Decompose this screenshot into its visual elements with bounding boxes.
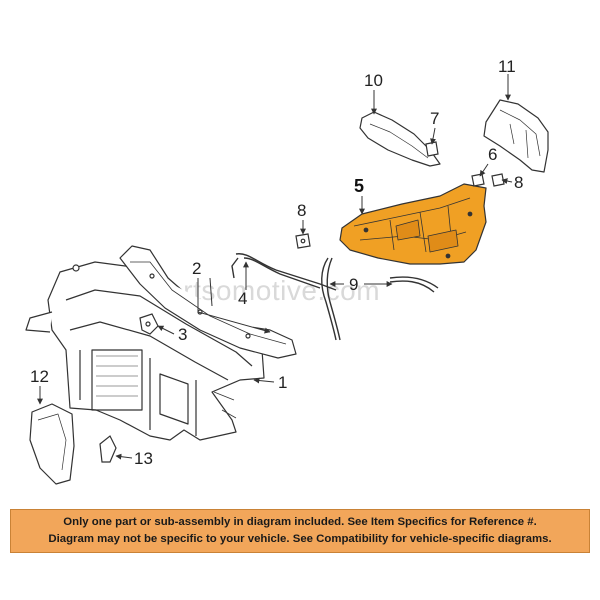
air-duct-part-12 <box>29 403 75 485</box>
bracket-part-3 <box>139 313 159 335</box>
callout-10: 10 <box>364 71 383 90</box>
callout-8-left: 8 <box>297 201 306 220</box>
callout-3: 3 <box>178 325 187 344</box>
clip-part-6 <box>471 173 485 187</box>
callout-labels: 1 2 3 4 5 6 7 8 8 9 10 11 12 13 <box>30 57 523 468</box>
callout-13: 13 <box>134 449 153 468</box>
clip-part-13 <box>99 435 117 463</box>
upper-tie-bar-part <box>119 245 297 359</box>
seal-strip-part-9 <box>321 257 439 341</box>
callout-7: 7 <box>430 109 439 128</box>
deflector-part-10 <box>359 111 441 167</box>
disclaimer-line-1: Only one part or sub-assembly in diagram… <box>63 516 537 528</box>
clip-part-7 <box>425 141 439 157</box>
callout-2: 2 <box>192 259 201 278</box>
callout-9: 9 <box>349 275 358 294</box>
callout-6: 6 <box>488 145 497 164</box>
callout-1: 1 <box>278 373 287 392</box>
callout-8-right: 8 <box>514 173 523 192</box>
leader-lines <box>37 74 513 460</box>
clip-part-8-left <box>295 233 311 249</box>
callout-11: 11 <box>498 57 516 76</box>
callout-12: 12 <box>30 367 49 386</box>
disclaimer-banner: Only one part or sub-assembly in diagram… <box>10 509 590 553</box>
deflector-part-11 <box>483 99 549 173</box>
callout-4: 4 <box>238 289 247 308</box>
splash-shield-part-5 <box>339 183 487 265</box>
disclaimer-line-2: Diagram may not be specific to your vehi… <box>48 533 552 545</box>
seal-part-4 <box>231 253 337 291</box>
callout-5: 5 <box>354 176 364 196</box>
